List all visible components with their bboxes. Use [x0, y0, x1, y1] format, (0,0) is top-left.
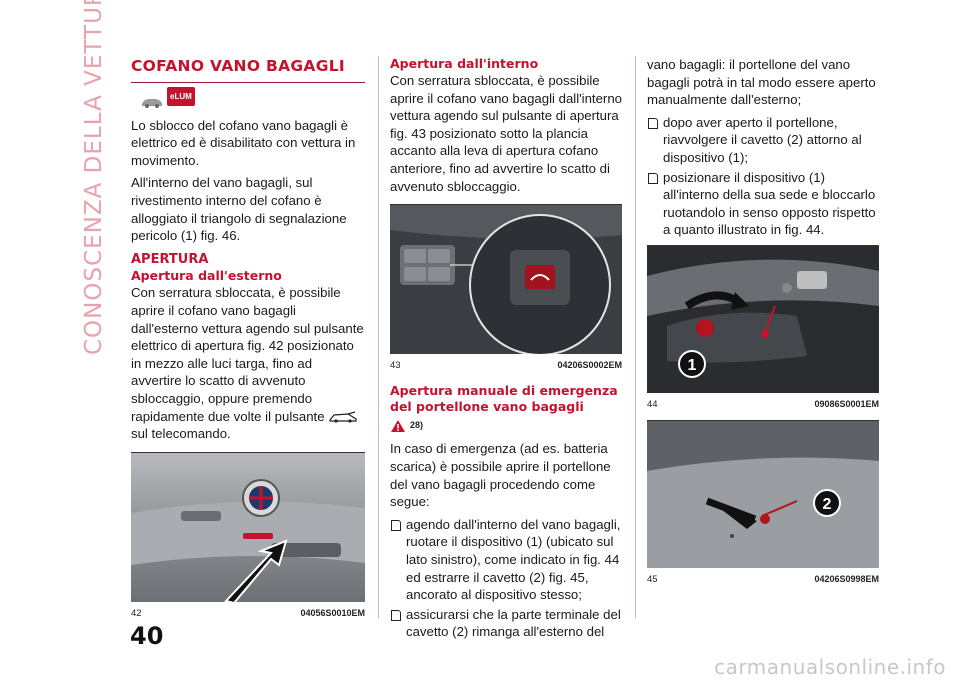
subtitle-emergency: Apertura manuale di emergenza del portel…: [390, 382, 618, 414]
trunk-handle-image: [131, 452, 365, 602]
figure-45-number: 45: [647, 573, 658, 585]
list-item: agendo dall'interno del vano bagagli, ru…: [390, 516, 622, 604]
figure-42: [131, 451, 365, 602]
column-separator: [635, 56, 636, 618]
continued-paragraph: vano bagagli: il portellone del vano bag…: [647, 57, 876, 108]
figure-43: [390, 204, 622, 355]
warning-triangle-icon: [391, 419, 405, 432]
figure-44-label: 1: [688, 357, 697, 374]
chapter-side-title: CONOSCENZA DELLA VETTURA: [81, 0, 107, 355]
exterior-text-end: sul telecomando.: [131, 426, 231, 442]
figure-43-caption: 43 04206S0002EM: [390, 354, 622, 375]
figure-42-code: 04056S0010EM: [300, 607, 365, 618]
figure-44-number: 44: [647, 398, 658, 410]
column-1: COFANO VANO BAGAGLI eLUM Lo sblocco del …: [131, 56, 365, 622]
watermark: carmanualsonline.info: [714, 655, 946, 679]
exterior-text: Con serratura sbloccata, è possibile apr…: [131, 285, 364, 424]
column-separator: [378, 56, 379, 618]
warning-ref-number: 28): [410, 419, 424, 430]
exterior-paragraph: Con serratura sbloccata, è possibile apr…: [131, 284, 365, 442]
intro-paragraph: Lo sblocco del cofano vano bagagli è ele…: [131, 117, 356, 168]
figure-45-label: 2: [823, 496, 832, 513]
figure-44-caption: 44 09086S0001EM: [647, 393, 879, 414]
page-number: 40: [130, 622, 164, 650]
subtitle-interior: Apertura dall'interno: [390, 56, 539, 71]
interior-paragraph: Con serratura sbloccata, è possibile apr…: [390, 73, 622, 194]
column-2: Apertura dall'interno Con serratura sblo…: [390, 56, 622, 643]
figure-45-code: 04206S0998EM: [814, 573, 879, 584]
figure-42-number: 42: [131, 607, 142, 619]
figure-43-code: 04206S0002EM: [557, 360, 622, 371]
interior-button-image: [390, 205, 622, 355]
car-hand-icon: [142, 98, 162, 108]
page-title: COFANO VANO BAGAGLI: [131, 57, 365, 83]
figure-42-caption: 42 04056S0010EM: [131, 602, 365, 623]
figure-44-code: 09086S0001EM: [814, 398, 879, 409]
figure-45: 2: [647, 419, 879, 568]
section-title-apertura: APERTURA: [131, 251, 209, 267]
column-3: vano bagagli: il portellone del vano bag…: [647, 56, 879, 588]
list-item: dopo aver aperto il portellone, riavvolg…: [647, 114, 879, 167]
emergency-device-image: 1: [647, 245, 879, 393]
elum-badge: eLUM: [167, 86, 195, 107]
elum-indicator: eLUM: [141, 86, 365, 111]
subtitle-exterior: Apertura dall'esterno: [131, 268, 282, 284]
list-item: posizionare il dispositivo (1) all'inter…: [647, 169, 879, 239]
trunk-key-icon: [329, 411, 357, 423]
list-item: assicurarsi che la parte terminale del c…: [390, 606, 622, 641]
figure-43-number: 43: [390, 360, 401, 372]
warning-reference: 28): [390, 417, 622, 435]
triangle-paragraph: All'interno del vano bagagli, sul rivest…: [131, 175, 347, 244]
cable-exterior-image: 2: [647, 420, 879, 568]
figure-45-caption: 45 04206S0998EM: [647, 568, 879, 589]
emergency-paragraph: In caso di emergenza (ad es. batteria sc…: [390, 441, 611, 510]
figure-44: 1: [647, 244, 879, 393]
